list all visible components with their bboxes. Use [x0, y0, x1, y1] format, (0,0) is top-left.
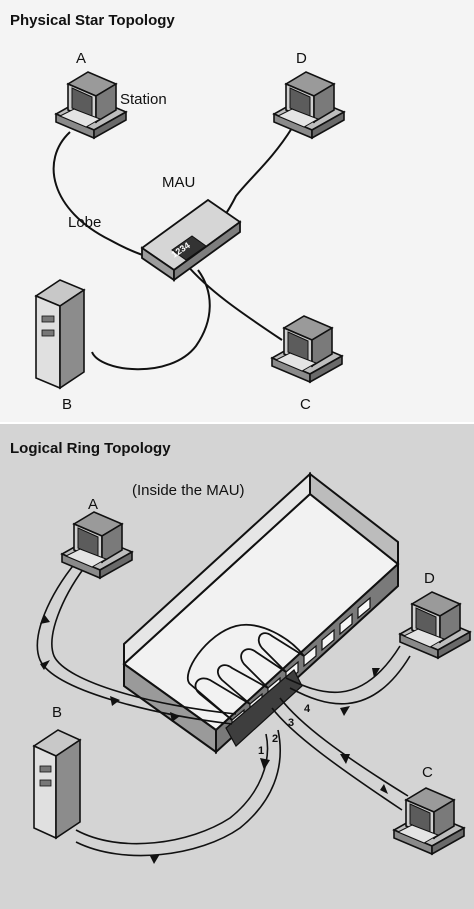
station-c-computer: [271, 315, 343, 383]
lobe-cables: [36, 561, 411, 857]
ring-label-station-d: D: [424, 570, 435, 587]
panel-divider: [0, 422, 474, 424]
lobe-cable-b: [91, 269, 211, 371]
inside-mau-caption: (Inside the MAU): [132, 482, 245, 499]
physical-star-title: Physical Star Topology: [10, 12, 175, 29]
ring-flow-arrows: [40, 614, 388, 864]
ring-station-d-computer: [399, 591, 471, 659]
physical-star-panel: 1234 Physical Star Topology A Station D …: [0, 0, 474, 422]
ring-label-station-b: B: [52, 704, 63, 721]
ring-station-a-computer: [61, 511, 133, 579]
label-lobe: Lobe: [68, 214, 102, 231]
label-station-c: C: [300, 396, 311, 413]
logical-ring-title: Logical Ring Topology: [10, 440, 171, 457]
station-b-tower: [34, 279, 86, 390]
lobe-cable-c: [185, 263, 283, 341]
station-d-computer: [273, 71, 345, 139]
port-number-2: 2: [272, 733, 278, 745]
mau-inside-box: [122, 471, 400, 755]
port-number-3: 3: [288, 717, 294, 729]
ring-station-c-computer: [393, 787, 465, 855]
physical-star-diagram: 1234: [34, 71, 345, 390]
station-a-computer: [55, 71, 127, 139]
ring-label-station-c: C: [422, 764, 433, 781]
port-number-4: 4: [304, 703, 311, 715]
label-station-b: B: [62, 396, 73, 413]
label-station: Station: [120, 91, 167, 108]
mau-hub: [140, 198, 242, 282]
label-mau: MAU: [162, 174, 196, 191]
label-station-a: A: [76, 50, 87, 67]
port-number-1: 1: [258, 745, 264, 757]
ring-station-b-tower: [32, 729, 82, 840]
logical-ring-panel: 1 2 3 4 Logical Ring Topology (Inside th…: [0, 424, 474, 909]
logical-ring-diagram: 1 2 3 4: [32, 471, 471, 864]
internal-ring-loops: [187, 623, 305, 721]
ring-label-station-a: A: [88, 496, 99, 513]
label-station-d: D: [296, 50, 307, 67]
